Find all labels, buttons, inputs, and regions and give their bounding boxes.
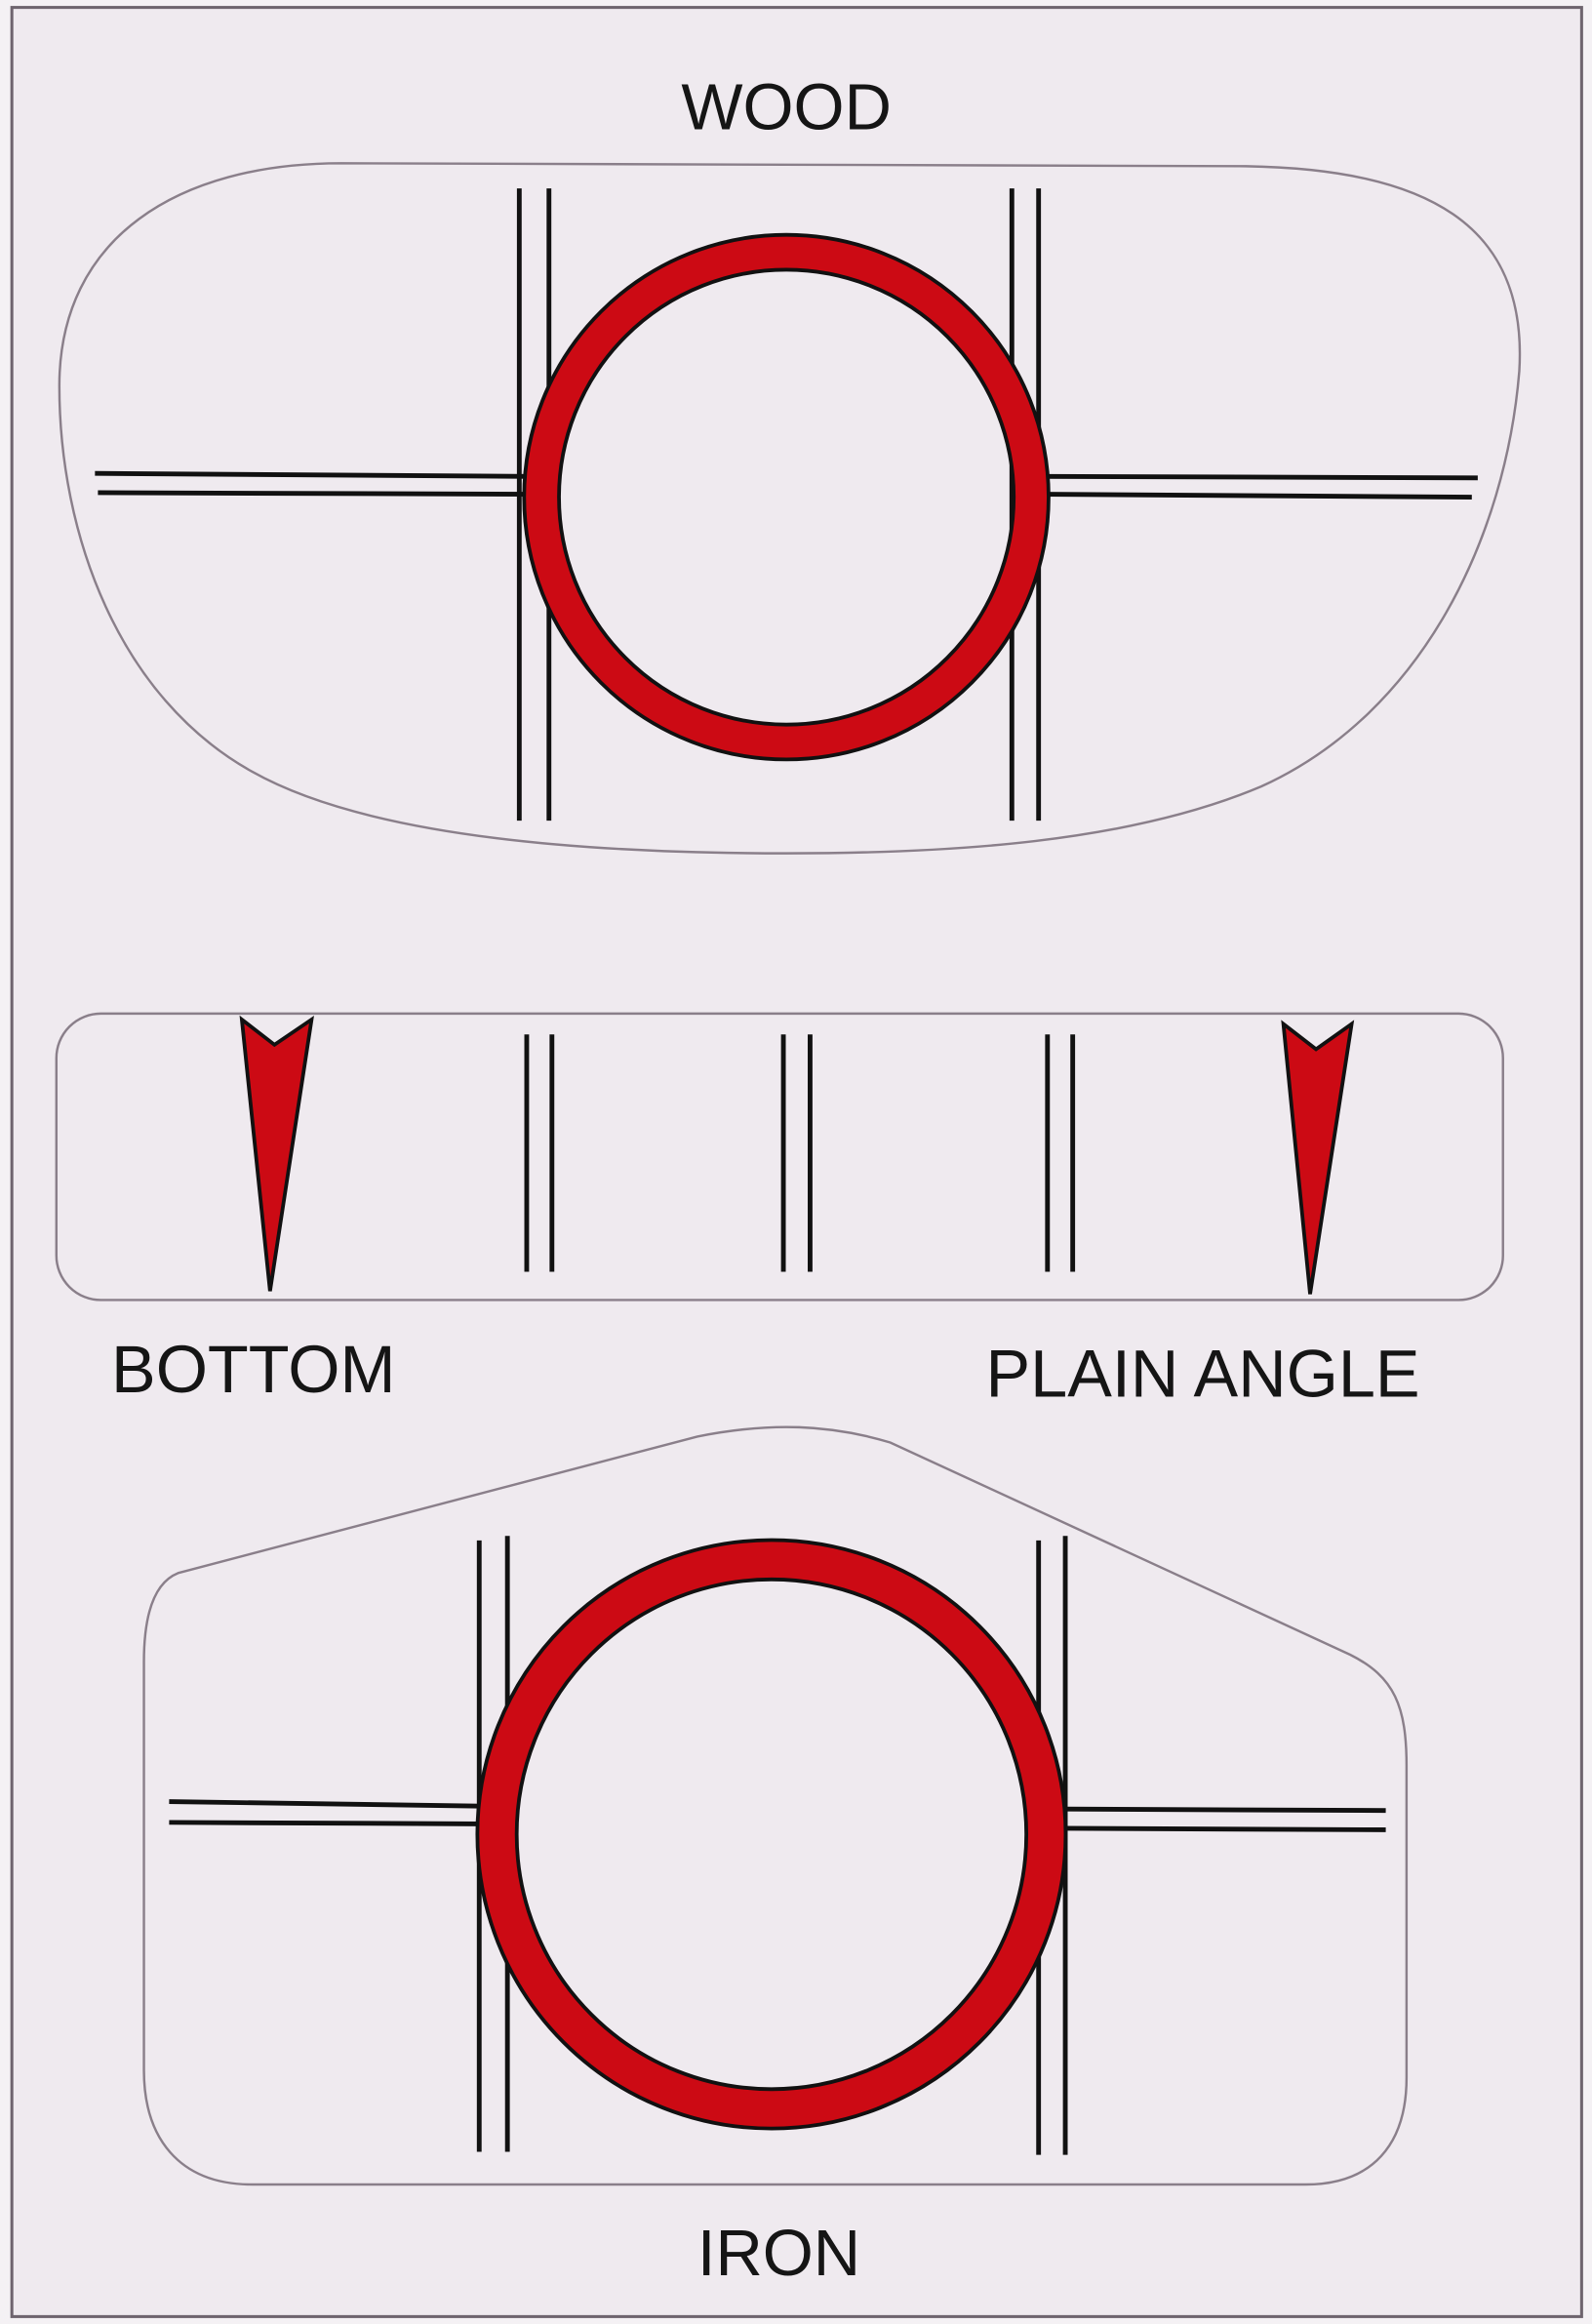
iron-outline: [142, 1425, 1409, 2186]
sheet-border: [10, 6, 1583, 2318]
bottom-pointer-icon: [239, 1015, 314, 1292]
strip-outline: [55, 1012, 1504, 1302]
strip-tick-lines: [524, 1034, 1076, 1272]
iron-label: IRON: [697, 2217, 860, 2290]
iron-horizontal-lines: [169, 1799, 1386, 1832]
bottom-label: BOTTOM: [111, 1332, 395, 1407]
wood-outline: [58, 162, 1522, 855]
wood-label: WOOD: [681, 70, 892, 143]
wood-sticker[interactable]: [58, 162, 1522, 855]
wood-target-ring: [526, 236, 1048, 758]
angle-strip[interactable]: [55, 1012, 1504, 1302]
wood-horizontal-lines: [95, 470, 1478, 500]
plain-angle-pointer-icon: [1281, 1020, 1355, 1295]
plain-angle-label: PLAIN ANGLE: [986, 1336, 1420, 1411]
iron-target-ring: [479, 1542, 1064, 2127]
iron-sticker[interactable]: [142, 1425, 1409, 2186]
